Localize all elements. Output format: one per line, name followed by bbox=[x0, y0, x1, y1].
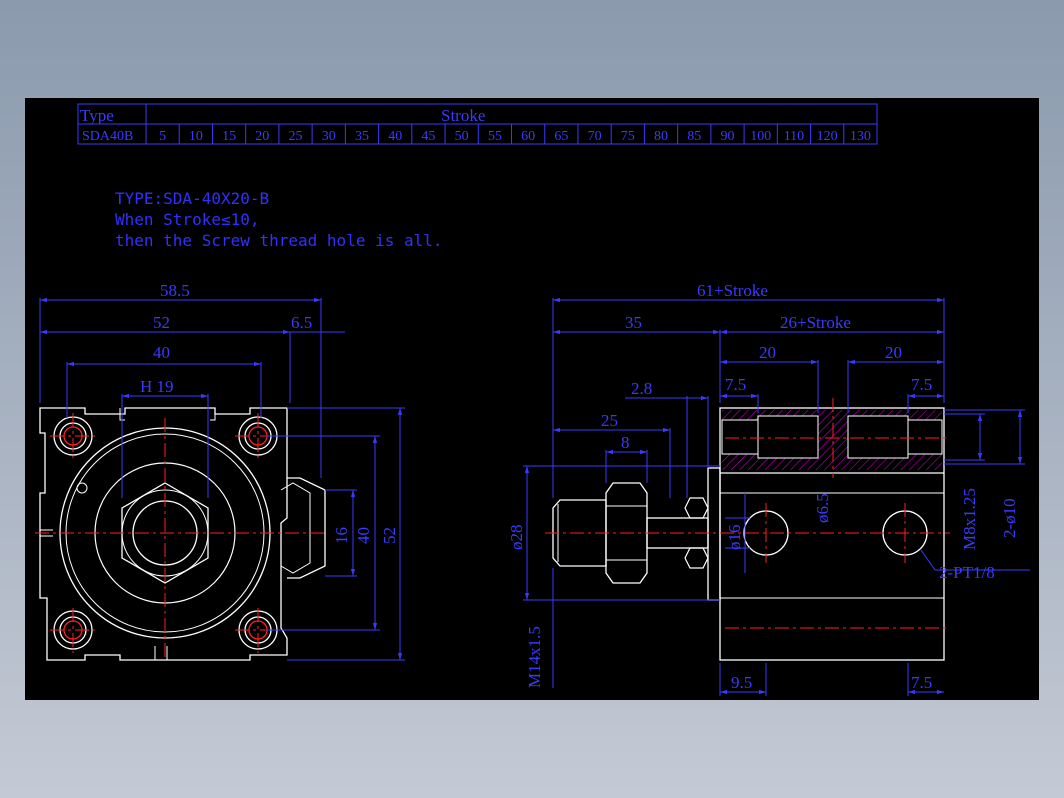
dim-35: 35 bbox=[625, 313, 642, 332]
dim-40: 40 bbox=[153, 343, 170, 362]
dim-2-phi10: 2-ø10 bbox=[1000, 498, 1019, 538]
dim-m8-thread: M8x1.25 bbox=[960, 488, 979, 550]
dim-2-pt18: 2-PT1/8 bbox=[939, 563, 995, 582]
cad-drawing: Type Stroke SDA40B 5 10 15 20 25 30 35 40 45 50 55… bbox=[35, 103, 1030, 696]
stroke-value-cell: 120 bbox=[817, 129, 838, 144]
dim-25: 25 bbox=[601, 411, 618, 430]
dim-20-right: 20 bbox=[885, 343, 902, 362]
note-type: TYPE:SDA-40X20-B bbox=[115, 189, 269, 208]
dim-7-5-left: 7.5 bbox=[725, 375, 746, 394]
front-body-outline bbox=[39, 407, 288, 661]
dim-h19: H 19 bbox=[140, 377, 174, 396]
dim-6-5: 6.5 bbox=[291, 313, 312, 332]
dim-52: 52 bbox=[153, 313, 170, 332]
stroke-value-cell: 35 bbox=[355, 129, 369, 144]
stroke-value-cell: 30 bbox=[322, 129, 336, 144]
stroke-value-cell: 110 bbox=[784, 129, 804, 144]
stroke-value-cell: 55 bbox=[488, 129, 502, 144]
stroke-value-cell: 25 bbox=[289, 129, 303, 144]
side-view: 61+Stroke 35 26+Stroke 20 20 7.5 7.5 2.8… bbox=[507, 281, 1030, 696]
dim-8: 8 bbox=[621, 433, 630, 452]
dim-52-vertical: 52 bbox=[380, 527, 399, 544]
dim-40-vertical: 40 bbox=[354, 527, 373, 544]
stroke-table bbox=[77, 103, 878, 145]
dim-7-5-bottom: 7.5 bbox=[911, 673, 932, 692]
stroke-value-cell: 100 bbox=[750, 129, 771, 144]
dim-20-left: 20 bbox=[759, 343, 776, 362]
table-type-header: Type bbox=[80, 106, 114, 125]
table-stroke-header: Stroke bbox=[441, 106, 485, 125]
dim-total-length: 61+Stroke bbox=[697, 281, 768, 300]
dim-m14-thread: M14x1.5 bbox=[525, 626, 544, 688]
dim-9-5: 9.5 bbox=[731, 673, 752, 692]
stroke-value-cell: 5 bbox=[159, 129, 166, 144]
stroke-value-cell: 20 bbox=[255, 129, 269, 144]
cad-drawing-area: Type Stroke SDA40B 5 10 15 20 25 30 35 40 45 50 55… bbox=[25, 98, 1039, 700]
table-model-cell: SDA40B bbox=[82, 129, 133, 144]
dim-phi28: ø28 bbox=[507, 525, 526, 551]
stroke-cells: 5 10 15 20 25 30 35 40 45 50 55 60 65 70 75 80 85 90 100 11… bbox=[159, 129, 871, 144]
stroke-value-cell: 80 bbox=[654, 129, 668, 144]
note-when: When Stroke≤10, bbox=[115, 210, 260, 229]
dim-7-5-right: 7.5 bbox=[911, 375, 932, 394]
stroke-value-cell: 45 bbox=[421, 129, 435, 144]
dim-2-8: 2.8 bbox=[631, 379, 652, 398]
dim-phi16: ø16 bbox=[725, 525, 744, 551]
stroke-value-cell: 65 bbox=[554, 129, 568, 144]
dim-58-5: 58.5 bbox=[160, 281, 190, 300]
dim-phi6-5: ø6.5 bbox=[813, 493, 832, 523]
stroke-value-cell: 85 bbox=[687, 129, 701, 144]
dim-26-stroke: 26+Stroke bbox=[780, 313, 851, 332]
stroke-value-cell: 50 bbox=[455, 129, 469, 144]
note-then: then the Screw thread hole is all. bbox=[115, 231, 443, 250]
stroke-value-cell: 10 bbox=[189, 129, 203, 144]
stroke-value-cell: 70 bbox=[588, 129, 602, 144]
dim-16-vertical: 16 bbox=[332, 527, 351, 544]
stroke-value-cell: 75 bbox=[621, 129, 635, 144]
stroke-value-cell: 90 bbox=[720, 129, 734, 144]
stroke-value-cell: 60 bbox=[521, 129, 535, 144]
stroke-value-cell: 130 bbox=[850, 129, 871, 144]
front-view: 58.5 52 6.5 40 H 19 16 40 52 bbox=[35, 281, 405, 661]
stroke-value-cell: 40 bbox=[388, 129, 402, 144]
stroke-value-cell: 15 bbox=[222, 129, 236, 144]
